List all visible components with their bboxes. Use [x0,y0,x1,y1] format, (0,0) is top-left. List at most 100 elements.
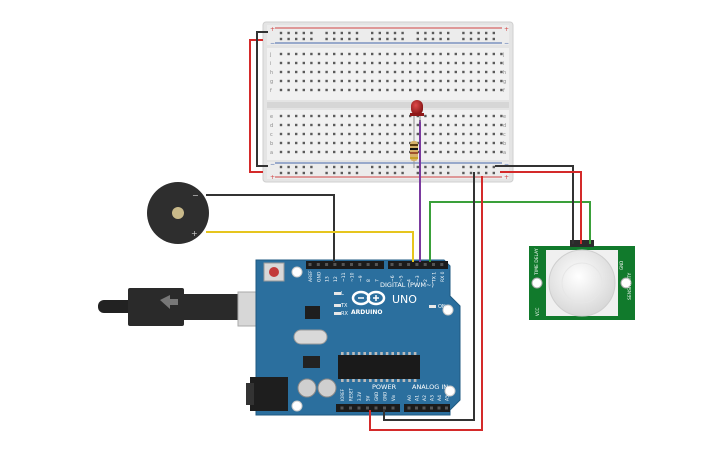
breadboard-hole[interactable] [447,52,450,56]
breadboard-hole[interactable] [363,132,366,136]
breadboard-hole[interactable] [287,70,290,74]
breadboard-hole[interactable] [485,150,488,154]
breadboard-hole[interactable] [333,70,336,74]
wire-pir-vcc[interactable] [500,171,582,244]
breadboard-hole[interactable] [485,88,488,92]
header-pin[interactable] [350,263,353,266]
breadboard-hole[interactable] [447,123,450,127]
breadboard-hole[interactable] [401,31,404,35]
breadboard-hole[interactable] [469,61,473,65]
breadboard-hole[interactable] [462,31,465,35]
header-pin[interactable] [391,406,395,410]
breadboard-hole[interactable] [317,79,321,83]
breadboard-hole[interactable] [485,61,488,65]
breadboard-hole[interactable] [500,150,503,154]
breadboard-hole[interactable] [485,123,488,127]
breadboard-hole[interactable] [447,88,450,92]
breadboard-hole[interactable] [439,165,442,169]
breadboard-hole[interactable] [485,79,488,83]
breadboard-hole[interactable] [500,88,503,92]
breadboard-hole[interactable] [363,61,366,65]
breadboard-hole[interactable] [439,114,442,118]
breadboard-hole[interactable] [469,150,473,154]
breadboard-hole[interactable] [431,171,435,175]
breadboard-hole[interactable] [454,61,457,65]
breadboard-hole[interactable] [317,88,321,92]
breadboard-hole[interactable] [348,61,351,65]
breadboard-hole[interactable] [355,37,359,41]
breadboard-hole[interactable] [279,88,283,92]
breadboard-hole[interactable] [340,150,343,154]
wire-pir-signal[interactable] [429,201,591,262]
breadboard-hole[interactable] [302,171,305,175]
breadboard-hole[interactable] [295,37,298,41]
breadboard-hole[interactable] [340,88,343,92]
breadboard-hole[interactable] [371,114,374,118]
breadboard-hole[interactable] [386,37,389,41]
breadboard-hole[interactable] [409,132,412,136]
header-pin[interactable] [440,263,444,266]
breadboard-hole[interactable] [492,88,495,92]
breadboard-hole[interactable] [439,37,442,41]
breadboard-hole[interactable] [477,171,480,175]
breadboard-hole[interactable] [348,88,351,92]
breadboard-hole[interactable] [500,123,503,127]
breadboard-hole[interactable] [477,114,480,118]
breadboard-hole[interactable] [310,171,313,175]
breadboard-hole[interactable] [317,61,321,65]
breadboard-hole[interactable] [447,31,450,35]
breadboard-hole[interactable] [485,52,488,56]
breadboard-hole[interactable] [477,141,480,145]
breadboard-hole[interactable] [424,79,427,83]
breadboard-hole[interactable] [287,52,290,56]
breadboard-hole[interactable] [325,150,328,154]
header-pin[interactable] [407,263,411,266]
breadboard-hole[interactable] [355,150,359,154]
breadboard-hole[interactable] [485,31,488,35]
breadboard-hole[interactable] [310,37,313,41]
breadboard-hole[interactable] [378,37,381,41]
reset-button-cap[interactable] [269,267,279,277]
breadboard-hole[interactable] [279,123,283,127]
breadboard-hole[interactable] [447,114,450,118]
header-pin[interactable] [415,263,419,266]
breadboard-hole[interactable] [378,123,381,127]
breadboard-hole[interactable] [454,88,457,92]
breadboard-hole[interactable] [416,70,419,74]
breadboard-hole[interactable] [454,52,457,56]
breadboard-hole[interactable] [302,88,305,92]
breadboard-hole[interactable] [287,61,290,65]
wire-buzzer-signal[interactable] [206,231,414,262]
breadboard-hole[interactable] [371,150,374,154]
breadboard-hole[interactable] [302,114,305,118]
breadboard-hole[interactable] [333,171,336,175]
breadboard-hole[interactable] [469,79,473,83]
header-pin[interactable] [366,263,370,266]
breadboard-hole[interactable] [310,132,313,136]
breadboard-hole[interactable] [393,70,397,74]
breadboard-hole[interactable] [279,165,283,169]
breadboard-hole[interactable] [416,31,419,35]
breadboard-hole[interactable] [355,31,359,35]
breadboard-hole[interactable] [295,123,298,127]
pir-sensor[interactable]: TIME DELAY SENSITIVITY VCC GND [529,240,635,320]
breadboard-hole[interactable] [485,132,488,136]
breadboard-hole[interactable] [333,31,336,35]
breadboard-hole[interactable] [302,141,305,145]
breadboard-hole[interactable] [310,165,313,169]
breadboard-hole[interactable] [363,52,366,56]
breadboard-hole[interactable] [477,123,480,127]
breadboard-hole[interactable] [333,61,336,65]
header-pin[interactable] [422,406,426,410]
breadboard-hole[interactable] [378,114,381,118]
breadboard-hole[interactable] [317,123,321,127]
breadboard-hole[interactable] [378,61,381,65]
breadboard-hole[interactable] [348,31,351,35]
breadboard-hole[interactable] [416,165,419,169]
header-pin[interactable] [398,263,402,266]
breadboard-hole[interactable] [386,61,389,65]
header-pin[interactable] [357,406,361,410]
breadboard-hole[interactable] [500,114,503,118]
breadboard-hole[interactable] [279,114,283,118]
breadboard-hole[interactable] [386,70,389,74]
